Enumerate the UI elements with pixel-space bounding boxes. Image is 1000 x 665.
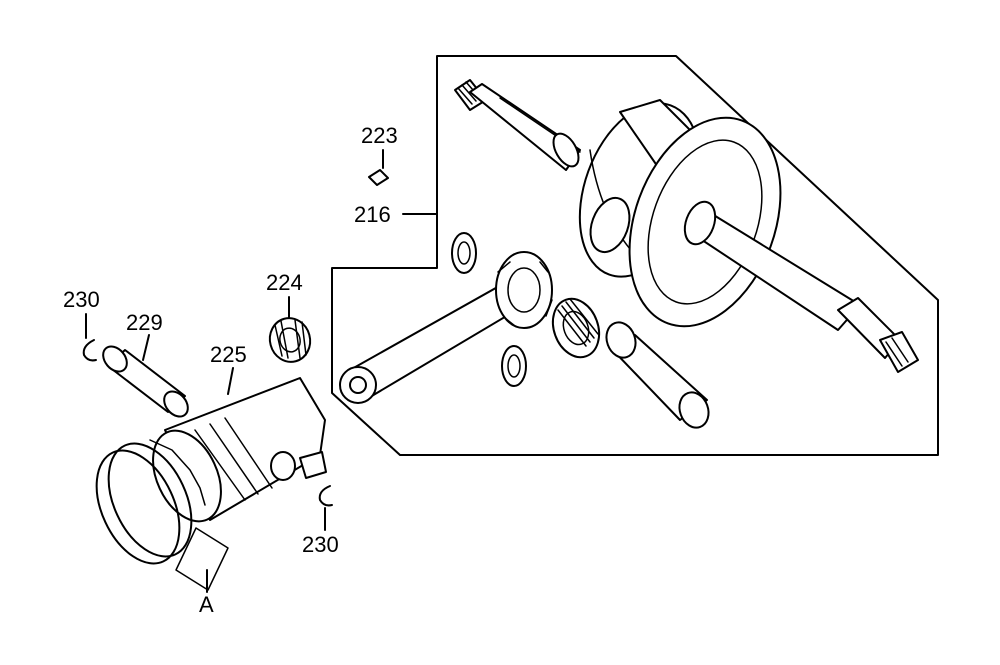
- callout-225: 225: [210, 342, 247, 367]
- washer-upper: [451, 232, 477, 274]
- circlip-left: [82, 339, 97, 362]
- piston-pin: [102, 345, 189, 418]
- callout-216: 216: [354, 202, 391, 227]
- connecting-rod: [339, 251, 553, 404]
- leader-lines: [85, 149, 438, 593]
- callout-224: 224: [266, 270, 303, 295]
- piston-rings: [95, 439, 229, 591]
- woodruff-key: [368, 169, 389, 186]
- big-end-bearing: [551, 297, 601, 359]
- callout-230-left: 230: [63, 287, 100, 312]
- callout-a: A: [199, 592, 214, 617]
- callout-230-right: 230: [302, 532, 339, 557]
- washer-lower: [501, 345, 527, 387]
- callout-223: 223: [361, 123, 398, 148]
- circlip-right: [318, 485, 333, 507]
- callout-229: 229: [126, 310, 163, 335]
- crank-pin: [605, 321, 710, 429]
- crankshaft: [454, 79, 919, 373]
- small-end-bearing: [268, 317, 312, 363]
- piston: [152, 377, 327, 523]
